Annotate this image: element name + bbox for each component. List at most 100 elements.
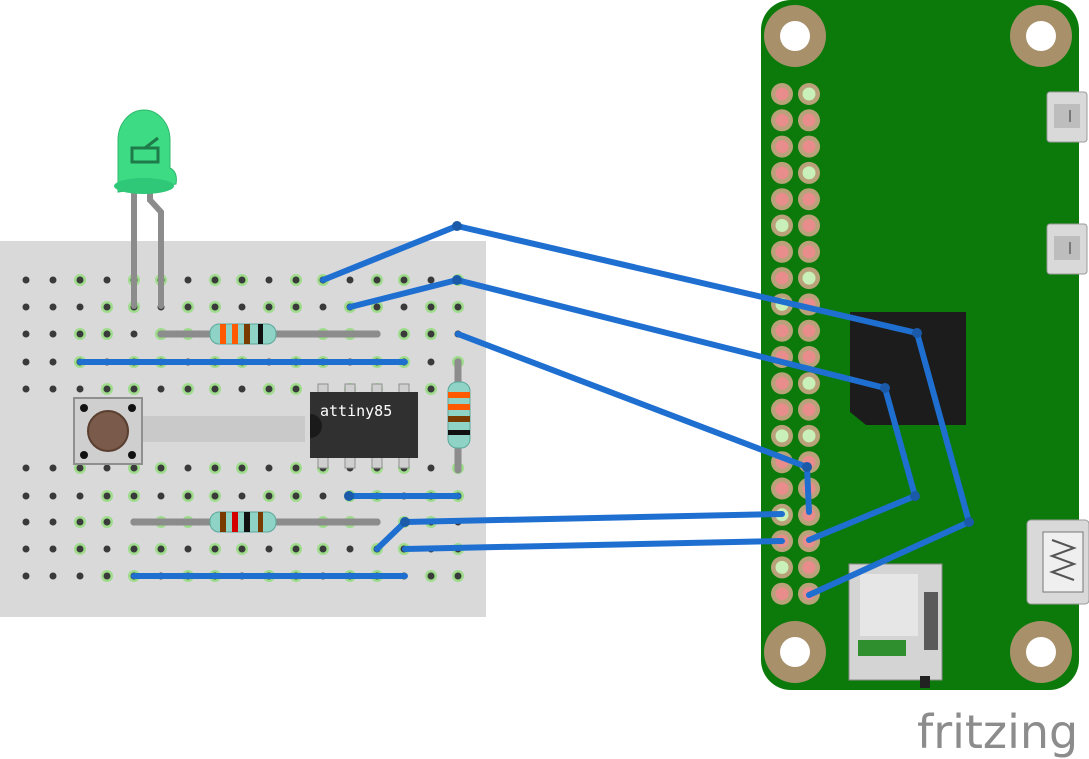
perfboard-hole <box>427 303 435 311</box>
gpio-pin <box>802 403 816 417</box>
perfboard-hole <box>130 330 138 338</box>
perfboard-center-channel <box>140 416 305 442</box>
micro-usb-port-2 <box>1046 223 1088 275</box>
perfboard-hole <box>319 492 327 500</box>
perfboard-hole <box>373 276 381 284</box>
perfboard-hole <box>103 545 111 553</box>
micro-sd-slot <box>848 563 943 688</box>
perfboard-hole <box>427 385 435 393</box>
gpio-pin <box>802 192 816 206</box>
perfboard-hole <box>427 572 435 580</box>
perfboard-hole <box>130 385 138 393</box>
wire-joints <box>344 221 974 527</box>
perfboard-hole <box>211 464 219 472</box>
perfboard-hole <box>427 330 435 338</box>
perfboard-hole <box>103 330 111 338</box>
perfboard-hole <box>22 330 30 338</box>
gpio-pin <box>775 482 789 495</box>
perfboard-hole <box>103 572 111 580</box>
perfboard-hole <box>22 385 30 393</box>
fritzing-brand-logo: fritzing <box>917 705 1078 759</box>
perfboard-hole <box>238 276 246 284</box>
resistor-1 <box>209 323 277 345</box>
gpio-pin <box>775 376 789 390</box>
perfboard-hole <box>319 545 327 553</box>
perfboard-hole <box>22 464 30 472</box>
perfboard-hole <box>292 492 300 500</box>
perfboard-hole <box>265 276 273 284</box>
gpio-pin <box>775 192 789 206</box>
perfboard-hole <box>427 464 435 472</box>
perfboard-hole <box>22 572 30 580</box>
perfboard-hole <box>157 492 165 500</box>
perfboard-hole <box>49 492 57 500</box>
perfboard-hole <box>49 545 57 553</box>
perfboard-hole <box>292 276 300 284</box>
gpio-pin <box>802 271 816 285</box>
gpio-pin <box>775 324 789 338</box>
perfboard-hole <box>103 464 111 472</box>
perfboard-hole <box>49 276 57 284</box>
gpio-pin <box>775 166 789 180</box>
perfboard-hole <box>22 358 30 366</box>
perfboard-hole <box>400 276 408 284</box>
perfboard-hole <box>157 545 165 553</box>
perfboard-hole <box>427 358 435 366</box>
perfboard-hole <box>238 545 246 553</box>
perfboard-hole <box>319 303 327 311</box>
gpio-pin <box>775 403 789 417</box>
gpio-pin <box>775 219 789 232</box>
gpio-pin <box>775 587 789 601</box>
raspberry-pi-zero-board <box>761 0 1089 690</box>
perfboard-hole <box>49 464 57 472</box>
perfboard-hole <box>49 518 57 526</box>
perfboard-hole <box>184 303 192 311</box>
gpio-pin <box>802 376 816 390</box>
perfboard-hole <box>238 385 246 393</box>
gpio-pin <box>802 429 816 443</box>
perfboard-hole <box>184 464 192 472</box>
perfboard-hole <box>49 385 57 393</box>
perfboard-hole <box>211 303 219 311</box>
chip-label: attiny85 <box>320 402 392 420</box>
perfboard-hole <box>49 303 57 311</box>
gpio-pin <box>802 166 816 180</box>
perfboard-hole <box>49 572 57 580</box>
mini-hdmi-port <box>1026 519 1089 605</box>
perfboard-hole <box>211 385 219 393</box>
gpio-pin <box>802 87 816 101</box>
perfboard-hole <box>454 572 462 580</box>
perfboard-hole <box>454 303 462 311</box>
gpio-pin <box>802 140 816 154</box>
perfboard-hole <box>265 545 273 553</box>
perfboard-hole <box>211 492 219 500</box>
mounting-holes <box>764 5 1072 683</box>
perfboard-hole <box>265 464 273 472</box>
gpio-pin <box>802 324 816 338</box>
perfboard-hole <box>22 303 30 311</box>
perfboard-hole <box>49 358 57 366</box>
perfboard-hole <box>211 276 219 284</box>
attiny85-chip: attiny85 <box>310 383 418 469</box>
perfboard-hole <box>238 492 246 500</box>
perfboard-hole <box>130 492 138 500</box>
perfboard-hole <box>22 518 30 526</box>
gpio-pin <box>802 560 816 574</box>
perfboard-hole <box>76 330 84 338</box>
perfboard-hole <box>265 303 273 311</box>
perfboard-hole <box>103 492 111 500</box>
gpio-pin <box>775 87 789 101</box>
gpio-pin <box>775 560 789 574</box>
perfboard-hole <box>103 385 111 393</box>
perfboard-hole <box>346 545 354 553</box>
gpio-pin <box>775 271 789 285</box>
perfboard-hole <box>400 303 408 311</box>
perfboard-hole <box>292 464 300 472</box>
perfboard-hole <box>292 303 300 311</box>
perfboard-hole <box>130 464 138 472</box>
perfboard-hole <box>238 303 246 311</box>
resistor-3 <box>447 381 471 449</box>
perfboard-hole <box>103 518 111 526</box>
pushbutton <box>73 397 143 465</box>
